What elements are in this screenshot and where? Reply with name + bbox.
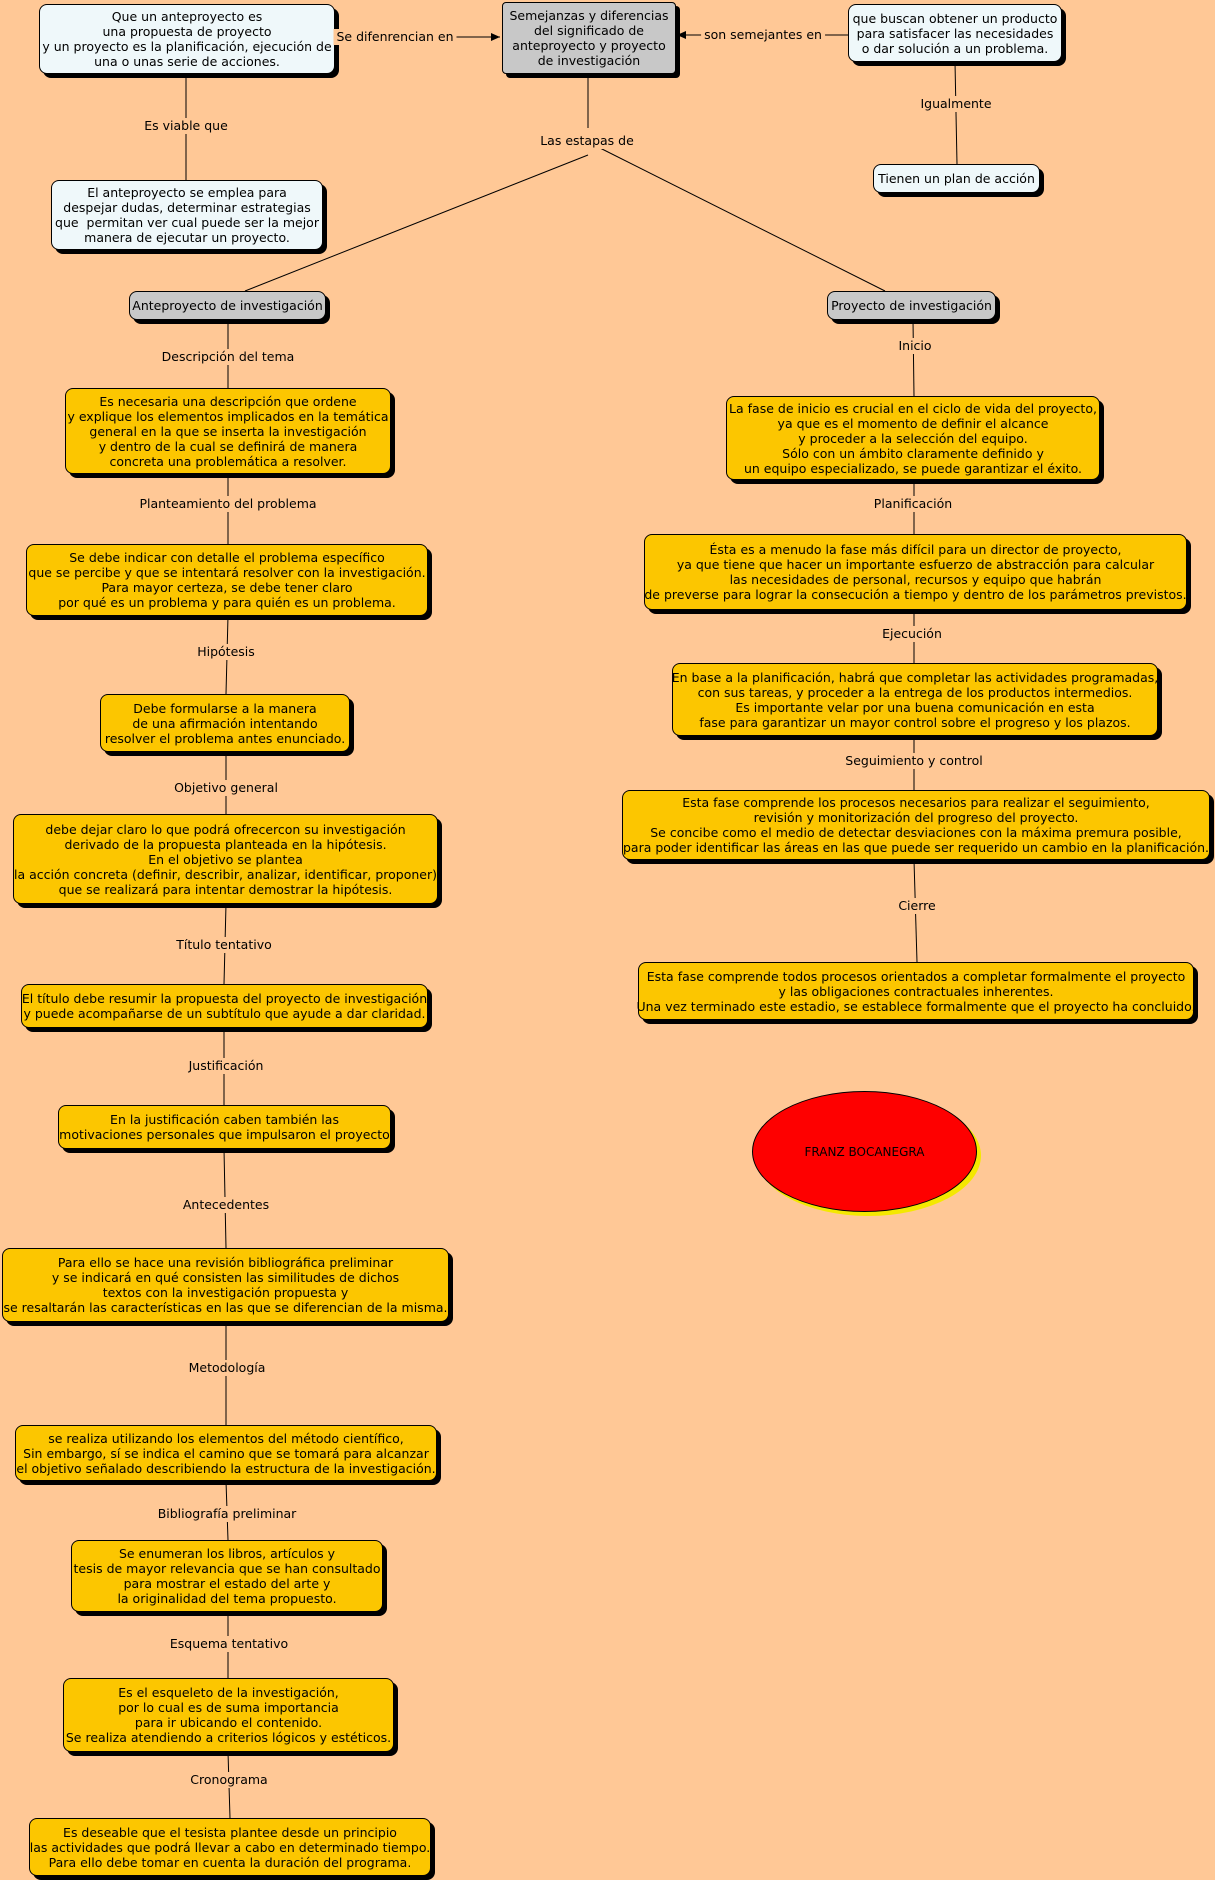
definition-node: Que un anteproyecto es una propuesta de … [39,4,335,74]
step-label: Inicio [895,338,935,354]
link-label-differences: Se difenrencian en [333,29,457,45]
preproject-title-node: Anteproyecto de investigación [129,291,326,320]
step-label: Título tentativo [173,937,275,953]
main-topic-node: Semejanzas y diferencias del significado… [502,2,676,74]
step-node: Se debe indicar con detalle el problema … [26,544,428,616]
step-node: Es deseable que el tesista plantee desde… [29,1818,431,1876]
step-label: Planificación [870,496,956,512]
link-label-likewise: Igualmente [917,96,995,112]
action-plan-node: Tienen un plan de acción [873,164,1040,193]
step-label: Esquema tentativo [166,1636,292,1652]
author-ellipse: FRANZ BOCANEGRA [752,1091,977,1212]
link-label-similarities: son semejantes en [701,27,825,43]
step-node: En la justificación caben también las mo… [58,1105,391,1149]
step-label: Descripción del tema [158,349,298,365]
step-node: El título debe resumir la propuesta del … [21,984,428,1028]
step-node: Debe formularse a la manera de una afirm… [100,694,350,752]
step-node: Esta fase comprende los procesos necesar… [622,790,1210,860]
step-node: Es el esqueleto de la investigación, por… [63,1678,394,1752]
step-node: Ésta es a menudo la fase más difícil par… [644,534,1187,610]
step-label: Ejecución [879,626,945,642]
step-label: Objetivo general [171,780,281,796]
link-label-stages: Las estapas de [537,133,637,149]
step-label: Metodología [185,1360,269,1376]
author-name: FRANZ BOCANEGRA [804,1144,925,1159]
project-title-node: Proyecto de investigación [827,291,996,320]
similarity-node: que buscan obtener un producto para sati… [848,4,1062,62]
step-label: Antecedentes [179,1197,273,1213]
step-node: Esta fase comprende todos procesos orien… [636,962,1196,1020]
preproject-purpose-node: El anteproyecto se emplea para despejar … [51,180,323,250]
step-node: se realiza utilizando los elementos del … [15,1425,437,1481]
step-label: Cierre [895,898,939,914]
step-label: Planteamiento del problema [136,496,320,512]
step-label: Bibliografía preliminar [154,1506,300,1522]
step-node: La fase de inicio es crucial en el ciclo… [726,396,1100,480]
step-node: Para ello se hace una revisión bibliográ… [2,1248,449,1322]
step-label: Hipótesis [194,644,258,660]
step-label: Cronograma [187,1772,271,1788]
step-node: Es necesaria una descripción que ordene … [65,388,391,474]
link-label-viable: Es viable que [141,118,231,134]
step-label: Seguimiento y control [842,753,986,769]
step-node: debe dejar claro lo que podrá ofrecercon… [13,814,438,904]
step-node: En base a la planificación, habrá que co… [672,663,1158,736]
step-label: Justificación [185,1058,267,1074]
step-node: Se enumeran los libros, artículos y tesi… [71,1540,383,1612]
